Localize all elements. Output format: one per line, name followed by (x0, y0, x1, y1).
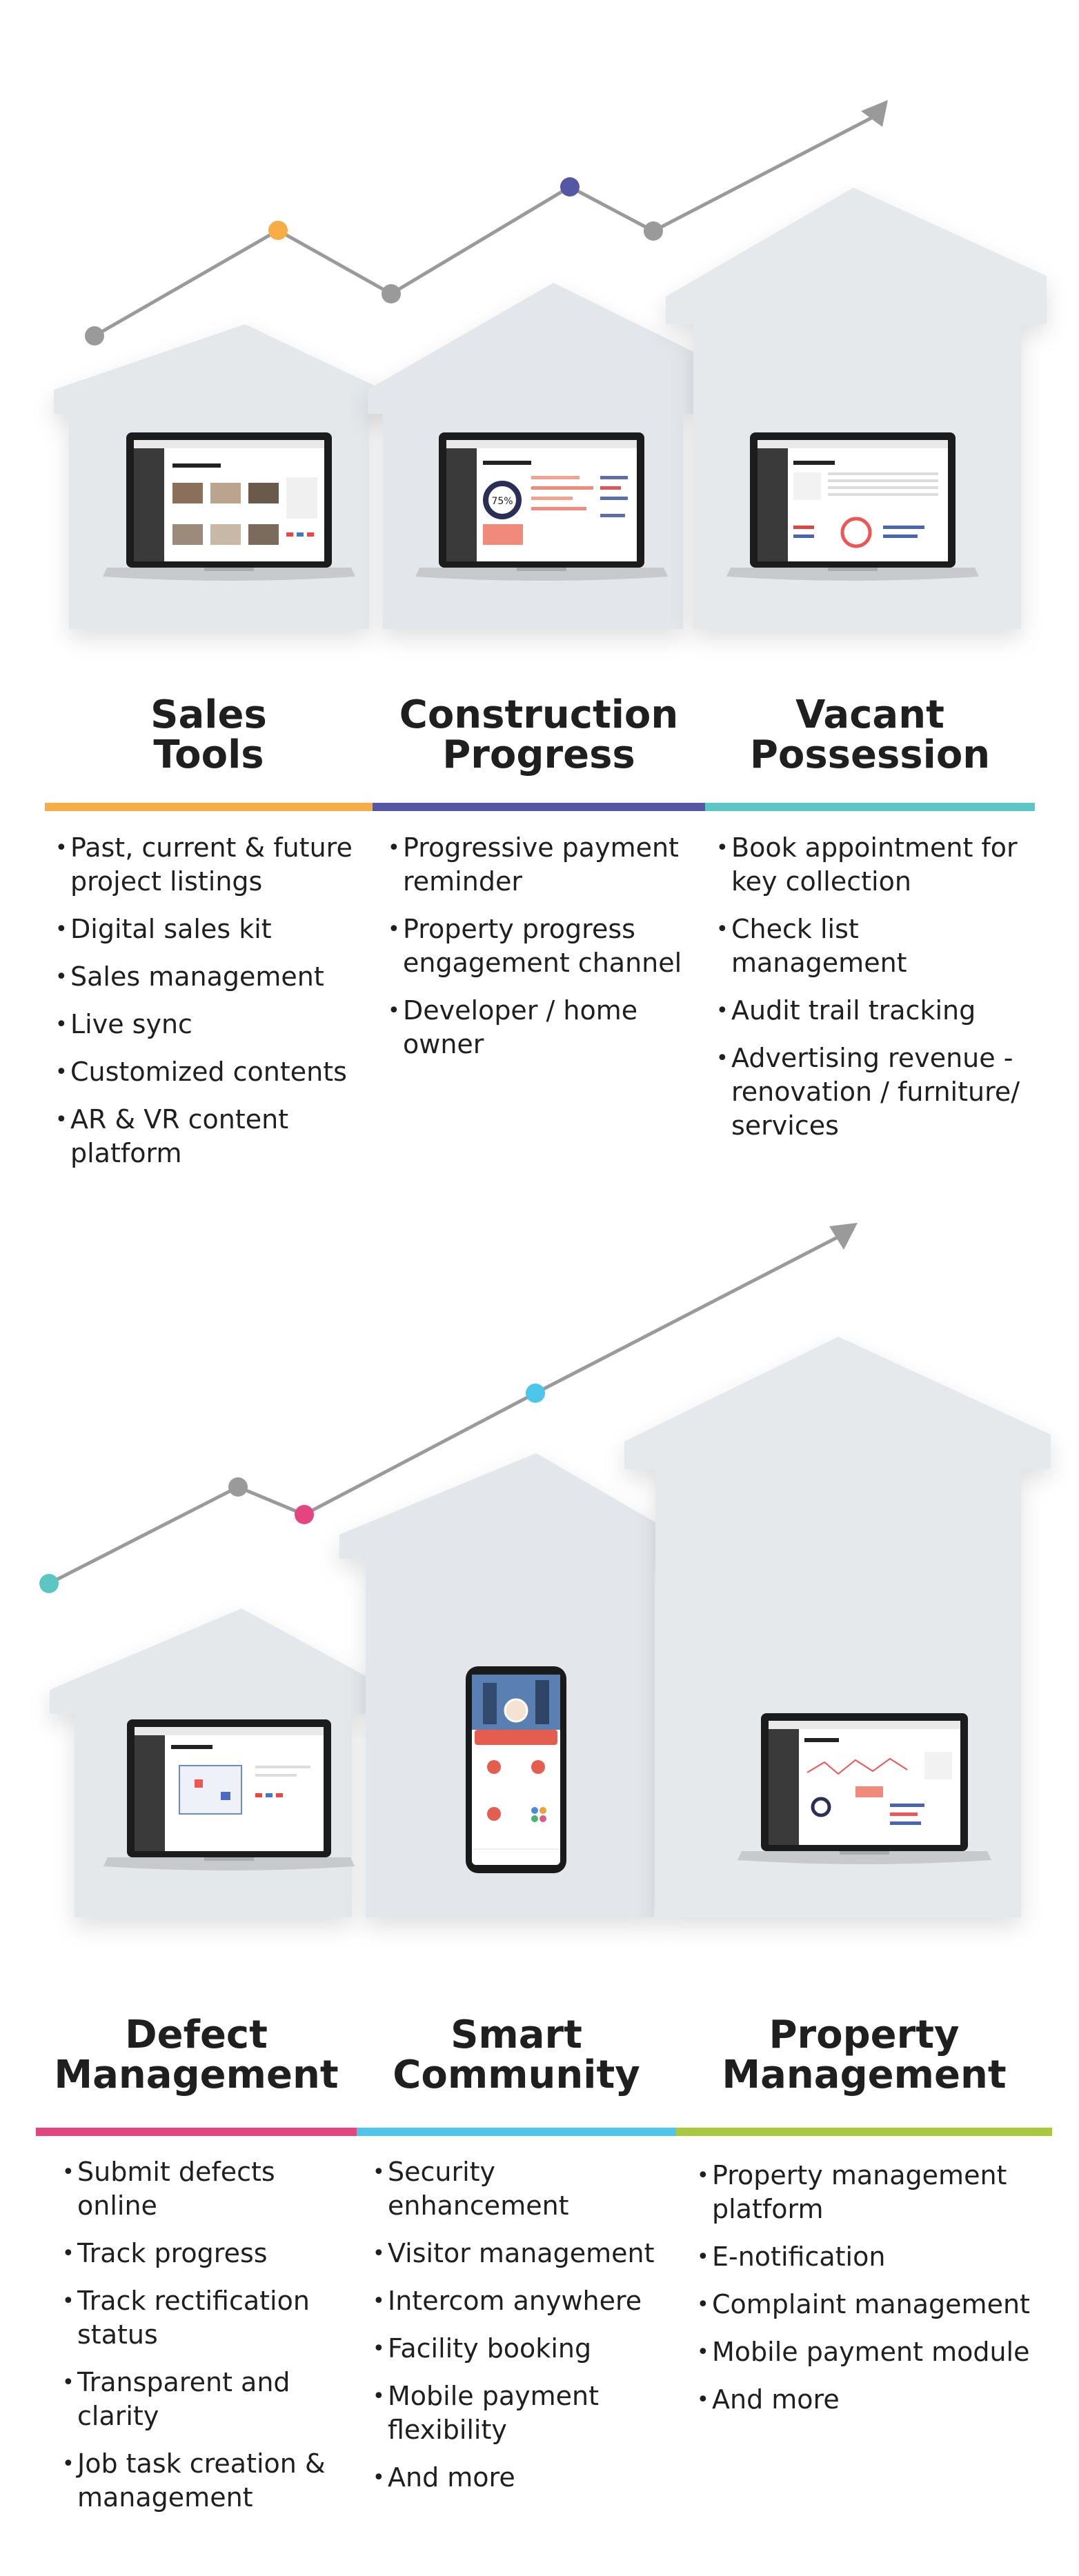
arrow-head-icon (829, 1223, 858, 1250)
column-title-smart-community: Smart Community (357, 2015, 676, 2095)
list-item: Visitor management (373, 2237, 669, 2270)
title-line: Tools (153, 732, 264, 777)
color-divider-sky (357, 2128, 676, 2136)
title-line: Community (393, 2053, 640, 2097)
list-item: Check list management (716, 912, 1033, 980)
growth-point (268, 221, 288, 240)
column-title-vacant-possession: Vacant Possession (705, 695, 1035, 775)
color-divider-pink (36, 2128, 357, 2136)
title-line: Defect (125, 2013, 268, 2057)
list-item: Security enhancement (373, 2155, 669, 2223)
color-divider-orange (45, 803, 373, 811)
growth-illustration-1-svg: 75% (54, 100, 1047, 629)
laptop-defect-management (103, 1719, 355, 1870)
list-item: Customized contents (55, 1055, 373, 1089)
feature-list-smart-community: Security enhancement Visitor management … (373, 2155, 669, 2508)
laptop-vacant-possession (726, 432, 979, 581)
column-title-construction-progress: Construction Progress (373, 695, 705, 775)
column-title-defect-management: Defect Management (36, 2015, 357, 2095)
list-item: Progressive payment reminder (388, 831, 698, 899)
list-item: Book appointment for key collection (716, 831, 1033, 899)
list-item: Property management platform (697, 2159, 1042, 2226)
title-line: Smart (451, 2013, 582, 2057)
column-title-property-management: Property Management (676, 2015, 1052, 2095)
list-item: Past, current & future project listings (55, 831, 373, 899)
list-item: Audit trail tracking (716, 994, 1033, 1028)
growth-line (93, 115, 874, 338)
growth-point (295, 1505, 314, 1524)
laptop-sales-tools (103, 432, 355, 581)
list-item: And more (697, 2383, 1042, 2417)
title-line: Sales (150, 692, 267, 737)
svg-text:75%: 75% (491, 496, 513, 507)
list-item: Facility booking (373, 2332, 669, 2366)
list-item: Property progress engagement channel (388, 912, 698, 980)
phone-smart-community (466, 1666, 566, 1873)
feature-list-vacant-possession: Book appointment for key collection Chec… (716, 831, 1033, 1157)
list-item: Mobile payment flexibility (373, 2379, 669, 2447)
list-item: Submit defects online (62, 2155, 352, 2223)
color-divider-teal (705, 803, 1035, 811)
list-item: AR & VR content platform (55, 1103, 373, 1170)
feature-list-sales-tools: Past, current & future project listings … (55, 831, 373, 1184)
growth-illustration-2-svg (39, 1223, 1051, 1917)
list-item: Intercom anywhere (373, 2284, 669, 2318)
list-item: Track progress (62, 2237, 352, 2270)
list-item: Developer / home owner (388, 994, 698, 1061)
column-title-sales-tools: Sales Tools (45, 695, 373, 775)
list-item: E-notification (697, 2240, 1042, 2274)
title-line: Possession (749, 732, 991, 777)
list-item: Sales management (55, 960, 373, 994)
feature-list-defect-management: Submit defects online Track progress Tra… (62, 2155, 352, 2528)
growth-point (560, 177, 580, 197)
feature-list-construction-progress: Progressive payment reminder Property pr… (388, 831, 698, 1075)
growth-point (39, 1574, 59, 1593)
list-item: Complaint management (697, 2288, 1042, 2322)
feature-list-property-management: Property management platform E-notificat… (697, 2159, 1042, 2430)
growth-point (228, 1477, 248, 1497)
title-line: Management (54, 2053, 339, 2097)
color-divider-indigo (373, 803, 705, 811)
title-line: Management (722, 2053, 1007, 2097)
list-item: Track rectification status (62, 2284, 352, 2352)
growth-illustration-2 (0, 1200, 1079, 1959)
list-item: Job task creation & management (62, 2447, 352, 2515)
color-divider-lime (676, 2128, 1052, 2136)
title-line: Construction (399, 692, 679, 737)
list-item: Live sync (55, 1008, 373, 1041)
list-item: Advertising revenue - renovation / furni… (716, 1041, 1033, 1143)
list-item: Mobile payment module (697, 2335, 1042, 2369)
title-line: Property (769, 2013, 960, 2057)
growth-point (85, 326, 104, 346)
laptop-property-management (738, 1713, 991, 1864)
list-item: Digital sales kit (55, 912, 373, 946)
list-item: And more (373, 2461, 669, 2495)
list-item: Transparent and clarity (62, 2366, 352, 2433)
arrow-head-icon (861, 100, 888, 127)
laptop-construction-progress: 75% (415, 432, 668, 581)
title-line: Progress (442, 732, 635, 777)
growth-point (382, 284, 401, 303)
growth-point (644, 221, 663, 241)
growth-illustration-1: 75% (0, 0, 1079, 648)
title-line: Vacant (795, 692, 944, 737)
growth-point (526, 1384, 545, 1403)
